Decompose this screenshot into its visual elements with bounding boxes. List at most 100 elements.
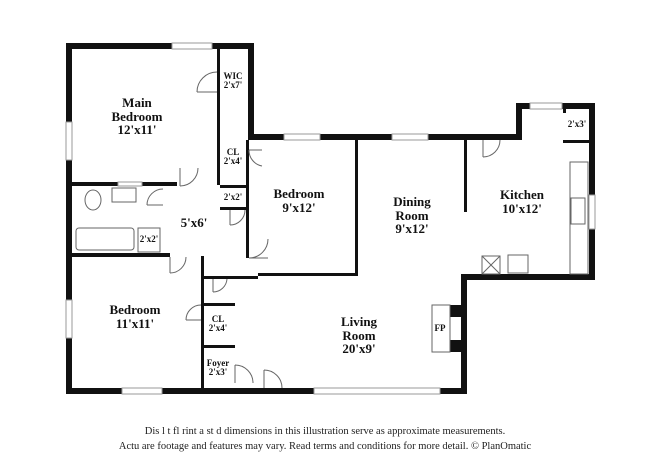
room-name: Bedroom [273, 186, 325, 201]
room-dims: 10'x12' [502, 200, 542, 216]
wall-main-left [66, 43, 72, 393]
window-living-bottom [313, 387, 441, 395]
windows [65, 42, 596, 395]
door-kitchen [482, 139, 501, 158]
wall-kitchen-left [464, 140, 467, 212]
room-foyer: Foyer 2'x3' [206, 358, 230, 378]
room-name: Main Bedroom [111, 95, 163, 124]
wall-pantry-v [563, 103, 566, 113]
door-hall [179, 167, 199, 187]
room-dims: 2'x3' [567, 119, 587, 129]
room-name: FP [434, 323, 446, 333]
door-closetlow [185, 304, 202, 321]
room-closet-low: CL 2'x4' [208, 314, 228, 334]
wall-main-top [66, 43, 254, 49]
wall-fp-bottom [450, 340, 464, 352]
room-name: Kitchen [499, 187, 545, 202]
room-name: Bedroom [109, 302, 161, 317]
room-kitchen: Kitchen 10'x12' [500, 188, 544, 215]
wall-mid-top [248, 134, 520, 140]
room-bedroom-mid: Bedroom 9'x12' [273, 187, 324, 214]
toilet [84, 189, 102, 211]
room-closet-top: CL 2'x4' [223, 147, 243, 167]
kitchen-counter [569, 161, 589, 275]
disclaimer-line-2: Actu are footage and features may vary. … [118, 441, 532, 452]
window-bath-top [117, 181, 143, 187]
wall-bath-bottom [72, 253, 170, 257]
doors [146, 71, 501, 389]
room-dims: 2'x2' [223, 192, 243, 202]
room-pantry: 2'x3' [567, 119, 587, 129]
room-hall: 5'x6' [181, 216, 208, 230]
door-foyer [234, 364, 254, 384]
room-bedroom-low: Bedroom 11'x11' [109, 303, 160, 330]
room-name: Foyer [206, 358, 230, 368]
wall-bedmid-bottom [258, 273, 358, 276]
wall-bottom [66, 388, 467, 394]
room-living: Living Room 20'x9' [341, 315, 377, 356]
window-kitchen-right [588, 194, 596, 230]
bath-sink [111, 187, 137, 203]
disclaimer-line-1: Dis l t fl rint a st d dimensions in thi… [144, 426, 506, 437]
wall-hall-low [204, 276, 258, 279]
room-dims: 2'x4' [208, 323, 228, 334]
kitchen-sink [570, 197, 586, 225]
wall-kitchen-bottom [464, 274, 595, 280]
wall-pantry [563, 140, 589, 143]
door-hall-low [212, 278, 228, 293]
fridge-x2 [481, 255, 501, 275]
room-name: Living Room [340, 314, 378, 343]
wall-fp-top [450, 305, 464, 317]
room-wic: WIC 2'x7' [223, 71, 243, 91]
window-bedmid-top [283, 133, 321, 141]
door-bath [146, 188, 164, 206]
stove [507, 254, 529, 274]
window-main-left [65, 121, 73, 161]
door-front [263, 369, 283, 389]
window-bedlow-bottom [121, 387, 163, 395]
wall-bedlow-right [201, 256, 204, 391]
room-dims: 9'x12' [282, 199, 316, 215]
wall-kitchen-step [516, 103, 522, 140]
wall-bedmid-right [355, 140, 358, 276]
room-dims: 2'x2' [139, 234, 159, 244]
wall-closets-h2 [220, 207, 248, 210]
wall-wic-left [217, 49, 220, 185]
window-kitchen-top [529, 102, 563, 110]
door-wic [196, 71, 218, 93]
door-smallcl [229, 209, 246, 226]
window-dining-top [391, 133, 429, 141]
room-dims: 5'x6' [180, 215, 208, 230]
door-bedlow [169, 256, 187, 274]
room-dims: 2'x3' [208, 367, 228, 378]
wall-hall-right [246, 140, 249, 258]
room-name: WIC [223, 71, 243, 81]
wall-closets-h [220, 185, 248, 188]
fireplace-box [431, 304, 451, 353]
fridge [481, 255, 501, 275]
room-name: CL [211, 314, 225, 324]
room-name: CL [226, 147, 240, 157]
room-dims: 2'x7' [223, 80, 243, 91]
room-main-bedroom: Main Bedroom 12'x11' [111, 96, 162, 137]
room-dims: 11'x11' [115, 315, 155, 331]
wall-living-right [461, 274, 467, 394]
room-dims: 12'x11' [117, 122, 157, 138]
window-bedlow-left [65, 299, 73, 339]
room-dining: Dining Room 9'x12' [393, 195, 431, 236]
wall-closetlow [201, 303, 235, 306]
room-name: Dining Room [393, 194, 431, 223]
wall-main-right-upper [248, 43, 254, 139]
room-dims: 9'x12' [395, 221, 429, 237]
door-cl-top [248, 149, 263, 167]
room-dims: 2'x4' [223, 156, 243, 167]
room-dims: 20'x9' [342, 341, 376, 357]
fixtures [75, 161, 589, 353]
wall-kitchen-right [589, 103, 595, 279]
room-bath-linen: 2'x2' [139, 234, 159, 244]
bathtub [75, 227, 135, 251]
wall-foyer-top [201, 345, 235, 348]
room-closet-small: 2'x2' [223, 192, 243, 202]
window-main-top [171, 42, 213, 50]
